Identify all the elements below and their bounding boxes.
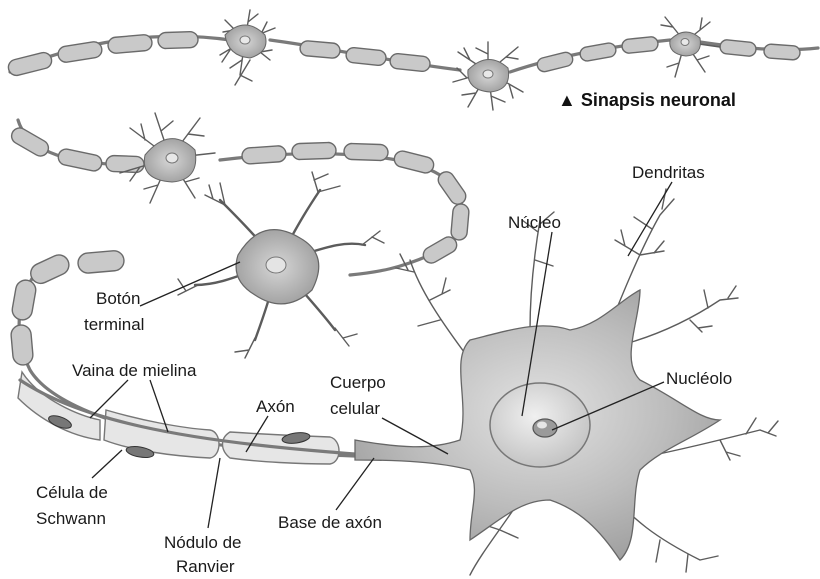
label-nodulo-line2: Ranvier [176, 557, 235, 576]
main-axon [10, 250, 440, 464]
top-neuron-2 [453, 42, 523, 110]
label-nucleolo: Nucléolo [666, 369, 732, 388]
label-cuerpo-line2: celular [330, 399, 380, 418]
label-boton-line2: terminal [84, 315, 144, 334]
label-nucleo: Núcleo [508, 213, 561, 232]
leader-nodulo [208, 458, 220, 528]
label-schwann-line1: Célula de [36, 483, 108, 502]
leader-base-axon [336, 458, 374, 510]
mid-neuron-medium [178, 172, 384, 358]
diagram-title: ▲ Sinapsis neuronal [558, 90, 736, 110]
top-neuron-1 [220, 10, 275, 85]
leader-schwann [92, 450, 122, 478]
label-nodulo-line1: Nódulo de [164, 533, 242, 552]
label-schwann-line2: Schwann [36, 509, 106, 528]
label-cuerpo-line1: Cuerpo [330, 373, 386, 392]
label-vaina: Vaina de mielina [72, 361, 197, 380]
label-dendritas: Dendritas [632, 163, 705, 182]
top-neuron-3 [661, 17, 720, 77]
label-boton-line1: Botón [96, 289, 140, 308]
label-base-axon: Base de axón [278, 513, 382, 532]
loop-axon [9, 120, 470, 275]
label-axon: Axón [256, 397, 295, 416]
leader-boton [140, 262, 240, 306]
leader-dendritas [628, 182, 672, 256]
